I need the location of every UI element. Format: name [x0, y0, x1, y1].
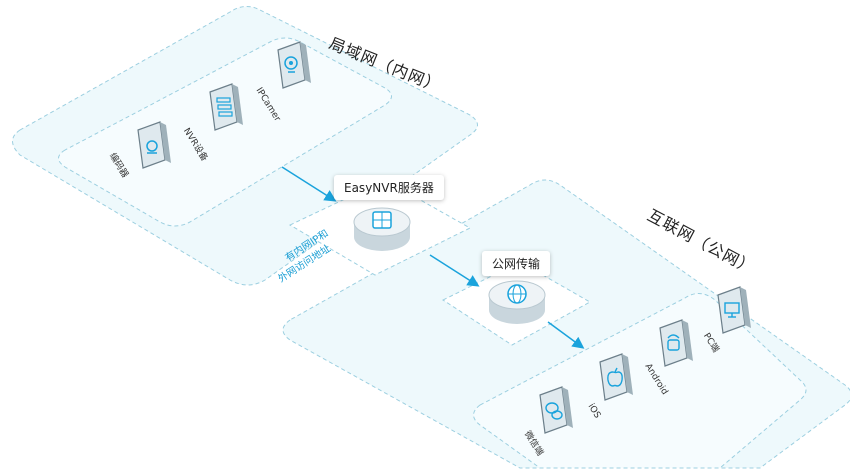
globe-server-icon — [488, 280, 546, 324]
arrow-lan-to-server — [281, 166, 337, 202]
nvr-device — [209, 83, 243, 131]
server-icon — [353, 207, 411, 251]
nvr-icon — [216, 97, 233, 117]
camera-icon — [284, 56, 298, 73]
encoder-device — [137, 121, 171, 169]
encoder-icon — [146, 140, 158, 154]
monitor-icon — [724, 302, 740, 318]
arrow-server-to-public — [429, 254, 480, 287]
ipcamera-device — [277, 41, 311, 89]
arrow-public-to-clients — [547, 321, 585, 349]
pc-device — [717, 286, 751, 334]
easynvr-server-label: EasyNVR服务器 — [334, 175, 444, 200]
public-transmission-label: 公网传输 — [482, 251, 551, 276]
wechat-device — [539, 386, 573, 434]
android-device — [659, 319, 693, 367]
ios-device — [599, 353, 633, 401]
lan-device-area — [58, 37, 392, 227]
android-icon — [667, 334, 680, 351]
apple-icon — [607, 367, 623, 387]
wechat-icon — [545, 402, 563, 420]
